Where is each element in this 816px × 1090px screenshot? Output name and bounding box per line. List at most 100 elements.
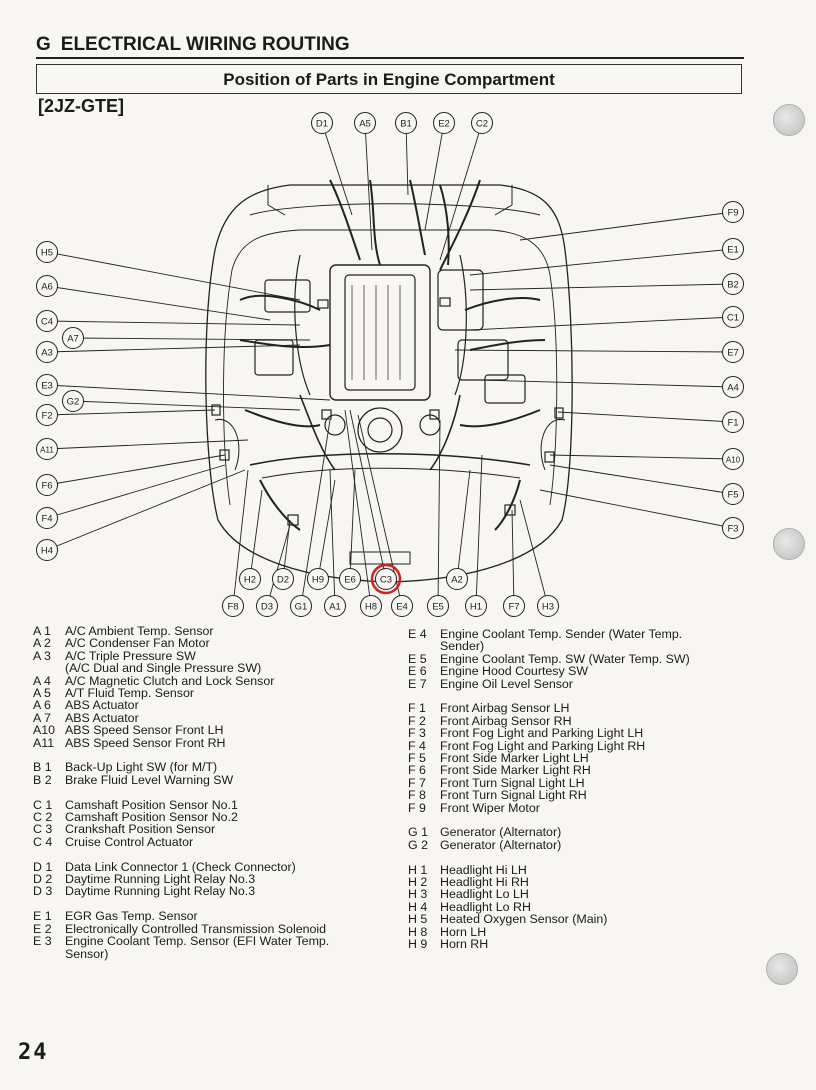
callout-text: F9 (727, 208, 738, 219)
legend-row: F 1 Front Airbag Sensor LH (408, 701, 728, 716)
callout-b1: B1 (395, 112, 417, 134)
part-code: A 6 (33, 698, 51, 713)
callout-text: H4 (41, 546, 53, 557)
callout-text: C2 (476, 119, 488, 130)
part-name: Headlight Lo LH (440, 887, 529, 902)
callout-f2: F2 (36, 404, 58, 426)
callout-text: H8 (365, 602, 377, 613)
legend-row: H 3 Headlight Lo LH (408, 887, 728, 902)
callout-h8: H8 (360, 595, 382, 617)
part-name: Headlight Lo RH (440, 899, 531, 914)
callout-text: E7 (727, 348, 739, 359)
part-code: H 9 (408, 937, 428, 952)
leader-line-f8 (232, 469, 249, 607)
engine-drawing (205, 179, 573, 583)
part-code: A 5 (33, 686, 51, 701)
part-name: Front Airbag Sensor LH (440, 701, 570, 716)
callout-text: A5 (359, 119, 371, 130)
leader-line-h3 (519, 499, 549, 607)
leader-line-b2 (469, 283, 734, 291)
leader-line-g2 (72, 400, 301, 411)
part-name: Sender) (440, 639, 485, 654)
callout-f9: F9 (722, 201, 744, 223)
leader-line-e1 (469, 248, 734, 276)
part-name: A/C Ambient Temp. Sensor (65, 624, 214, 638)
callout-a3: A3 (36, 341, 58, 363)
callout-text: F4 (41, 514, 52, 525)
page-number: 24 (18, 1040, 49, 1065)
part-name: Front Side Marker Light RH (440, 763, 591, 778)
callout-a11: A11 (36, 438, 58, 460)
callout-f8: F8 (222, 595, 244, 617)
callout-text: H1 (470, 602, 482, 613)
section-letter: G (36, 34, 51, 55)
callout-d1: D1 (311, 112, 333, 134)
part-name: Sensor) (65, 946, 109, 961)
callout-text: E3 (41, 381, 53, 392)
part-code: A 2 (33, 636, 51, 651)
legend-group: D 1 Data Link Connector 1 (Check Connecto… (33, 859, 373, 898)
part-name: A/C Triple Pressure SW (65, 648, 196, 663)
part-code: E 3 (33, 934, 52, 949)
part-code: H 3 (408, 887, 428, 902)
part-code (408, 640, 440, 652)
leader-line-c4 (46, 320, 301, 326)
callout-e3: E3 (36, 374, 58, 396)
part-code: G 1 (408, 825, 428, 840)
part-name: Engine Coolant Temp. Sensor (EFI Water T… (65, 934, 330, 949)
callout-text: C4 (41, 317, 53, 328)
part-code: D 1 (33, 859, 53, 874)
callout-text: F5 (727, 490, 738, 501)
engine-model-label: [2JZ-GTE] (38, 96, 125, 116)
callout-text: G1 (295, 602, 308, 613)
leader-line-c3 (349, 409, 387, 580)
part-code: E 6 (408, 664, 427, 679)
callout-text: D3 (261, 602, 273, 613)
leader-line-f7 (511, 509, 515, 607)
callout-c2: C2 (471, 112, 493, 134)
part-code: H 4 (408, 899, 428, 914)
part-code: F 1 (408, 701, 426, 716)
callout-text: A3 (41, 348, 53, 359)
part-code: F 9 (408, 800, 426, 815)
callout-text: A4 (727, 383, 739, 394)
part-code: H 5 (408, 912, 428, 927)
callout-h9: H9 (307, 568, 329, 590)
callout-h2: H2 (239, 568, 261, 590)
leader-line-h2 (249, 489, 263, 580)
callout-d2: D2 (272, 568, 294, 590)
part-code: H 2 (408, 875, 428, 890)
callout-g2: G2 (62, 390, 84, 412)
part-name: Front Fog Light and Parking Light RH (440, 738, 646, 753)
part-name: Camshaft Position Sensor No.1 (65, 797, 238, 812)
leader-line-f4 (46, 464, 226, 519)
part-code: B 1 (33, 760, 52, 775)
callout-text: H3 (542, 602, 554, 613)
part-name: ABS Actuator (65, 698, 139, 713)
legend-row: C 1 Camshaft Position Sensor No.1 (33, 797, 373, 812)
part-name: Engine Oil Level Sensor (440, 676, 573, 691)
callout-text: F7 (508, 602, 519, 613)
leader-line-e2 (424, 122, 445, 231)
callout-text: D1 (316, 119, 328, 130)
part-name: Daytime Running Light Relay No.3 (65, 872, 256, 887)
part-code: C 1 (33, 797, 53, 812)
part-name: Data Link Connector 1 (Check Connector) (65, 859, 296, 874)
part-code: E 1 (33, 909, 52, 924)
part-name: Front Turn Signal Light RH (440, 788, 587, 803)
legend-row: H 4 Headlight Lo RH (408, 899, 728, 914)
leader-line-c2 (439, 122, 483, 261)
callout-text: H9 (312, 575, 324, 586)
